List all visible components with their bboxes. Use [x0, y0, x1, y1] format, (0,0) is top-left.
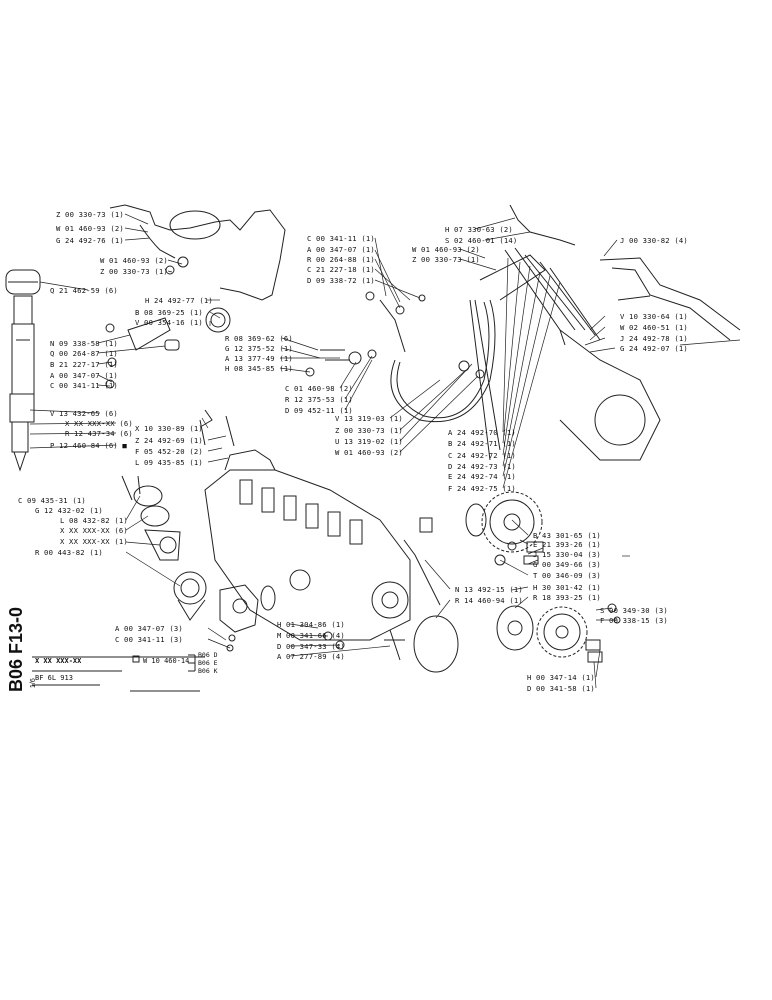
part-label: M 00 341-66 (4): [277, 631, 345, 640]
part-label: Z 00 330-73 (1): [56, 210, 124, 219]
part-label: V 13 319-03 (1): [335, 414, 403, 423]
part-label: D 00 347-33 (4): [277, 642, 345, 651]
part-label: T 00 346-09 (3): [533, 571, 601, 580]
part-label: R 12 375-53 (1): [285, 395, 353, 404]
part-label: D 00 341-58 (1): [527, 684, 595, 693]
part-label: J 00 330-82 (4): [620, 236, 688, 245]
part-label: C 09 435-31 (1): [18, 496, 86, 505]
kit-part: W 10 460-14: [143, 657, 190, 665]
part-label: Z 00 330-73 (1): [412, 255, 480, 264]
variant-2: B06 E: [198, 659, 218, 667]
part-label: Q 21 462-59 (6): [50, 286, 118, 295]
part-label: F 00 338-15 (3): [600, 616, 668, 625]
part-label: B 43 301-65 (1): [533, 531, 601, 540]
part-label: G 12 375-52 (1): [225, 344, 293, 353]
part-label: H 24 492-77 (1): [145, 296, 213, 305]
part-label: H 00 347-14 (1): [527, 673, 595, 682]
part-label: N 13 492-15 (1): [455, 585, 523, 594]
part-label: W 02 460-51 (1): [620, 323, 688, 332]
part-label: C 00 341-11 (1): [50, 381, 118, 390]
part-label: H 01 304-86 (1): [277, 620, 345, 629]
injection-pump-drawing: [199, 409, 411, 641]
part-label: Z 00 330-73 (1): [335, 426, 403, 435]
part-label: Q 00 264-87 (1): [50, 349, 118, 358]
return-line-drawing: [105, 204, 286, 389]
part-label: B 21 227-17 (1): [50, 360, 118, 369]
part-label: H 08 345-85 (1): [225, 364, 293, 373]
part-label: W 01 460-93 (2): [56, 224, 124, 233]
part-label: B 24 492-71 (1): [448, 439, 516, 448]
variant-1: B06 D: [198, 651, 218, 659]
engine-model: BF 6L 913: [35, 674, 73, 682]
overflow-valve-drawing: [121, 475, 405, 661]
fuel-hose-drawing: [305, 291, 496, 423]
part-label: D 09 452-11 (1): [285, 406, 353, 415]
part-label: J 15 330-04 (3): [533, 550, 601, 559]
part-label: C 00 341-11 (1): [307, 234, 375, 243]
part-label: E 24 492-74 (1): [448, 472, 516, 481]
part-label: G 12 432-02 (1): [35, 506, 103, 515]
group-code-vertical: B06 F13-0: [6, 606, 26, 692]
part-label: A 13 377-49 (1): [225, 354, 293, 363]
part-label: W 01 460-93 (2): [100, 256, 168, 265]
part-label: U 13 319-02 (1): [335, 437, 403, 446]
part-label: A 00 347-07 (3): [115, 624, 183, 633]
part-label: C 24 492-72 (1): [448, 451, 516, 460]
part-label: V 10 330-64 (1): [620, 312, 688, 321]
part-label: A 24 492-70 (1): [448, 428, 516, 437]
part-label: V 13 432-65 (6): [50, 409, 118, 418]
part-label: S 02 460-01 (14): [445, 236, 518, 245]
part-label: L 09 435-85 (1): [135, 458, 203, 467]
part-label: Z 24 492-69 (1): [135, 436, 203, 445]
part-label: S 00 349-30 (3): [600, 606, 668, 615]
part-label: B 08 369-25 (1): [135, 308, 203, 317]
variant-3: B06 K: [198, 667, 218, 675]
drive-gear-drawing: [403, 491, 621, 673]
part-label: L 08 432-82 (1): [60, 516, 128, 525]
part-label: R 18 393-25 (1): [533, 593, 601, 602]
leader-lines: [29, 213, 741, 689]
part-label: D 09 338-72 (1): [307, 276, 375, 285]
part-label: X 10 330-89 (1): [135, 424, 203, 433]
part-label: E 21 393-26 (1): [533, 540, 601, 549]
ref-code: X XX XXX-XX: [35, 657, 82, 665]
part-label: G 24 492-07 (1): [620, 344, 688, 353]
part-label: W 01 460-93 (2): [335, 448, 403, 457]
part-label: H 07 330-63 (2): [445, 225, 513, 234]
part-label: R 14 460-94 (1): [455, 596, 523, 605]
part-label: H 30 301-42 (1): [533, 583, 601, 592]
part-label: X XX XXX-XX (1): [60, 537, 128, 546]
part-label: R 12 437-34 (6): [65, 429, 133, 438]
injector-nozzle-drawing: [5, 269, 41, 472]
part-label: D 24 492-73 (1): [448, 462, 516, 471]
part-label: J 24 492-78 (1): [620, 334, 688, 343]
part-label: N 09 338-58 (1): [50, 339, 118, 348]
part-label: A 07 277-89 (4): [277, 652, 345, 661]
part-label: C 00 341-11 (3): [115, 635, 183, 644]
part-label: P 12 460-84 (6) ■: [50, 441, 127, 450]
part-label: R 00 264-88 (1): [307, 255, 375, 264]
part-label: W 01 460-93 (2): [412, 245, 480, 254]
part-label: C 21 227-18 (1): [307, 265, 375, 274]
part-label: A 00 347-07 (1): [50, 371, 118, 380]
part-label: F 24 492-75 (1): [448, 484, 516, 493]
part-label: F 05 452-20 (2): [135, 447, 203, 456]
injection-lines-drawing: [469, 204, 741, 461]
part-label: G 24 492-76 (1): [56, 236, 124, 245]
part-label: X XX XXX-XX (6): [60, 526, 128, 535]
part-label: R 08 369-62 (6): [225, 334, 293, 343]
part-label: V 00 354-16 (1): [135, 318, 203, 327]
part-label: G 00 349-66 (3): [533, 560, 601, 569]
part-label: R 00 443-82 (1): [35, 548, 103, 557]
part-label: Z 00 330-73 (1): [100, 267, 168, 276]
part-label: A 00 347-07 (1): [307, 245, 375, 254]
part-label: C 01 460-98 (2): [285, 384, 353, 393]
part-label: X XX XXX-XX (6): [65, 419, 133, 428]
